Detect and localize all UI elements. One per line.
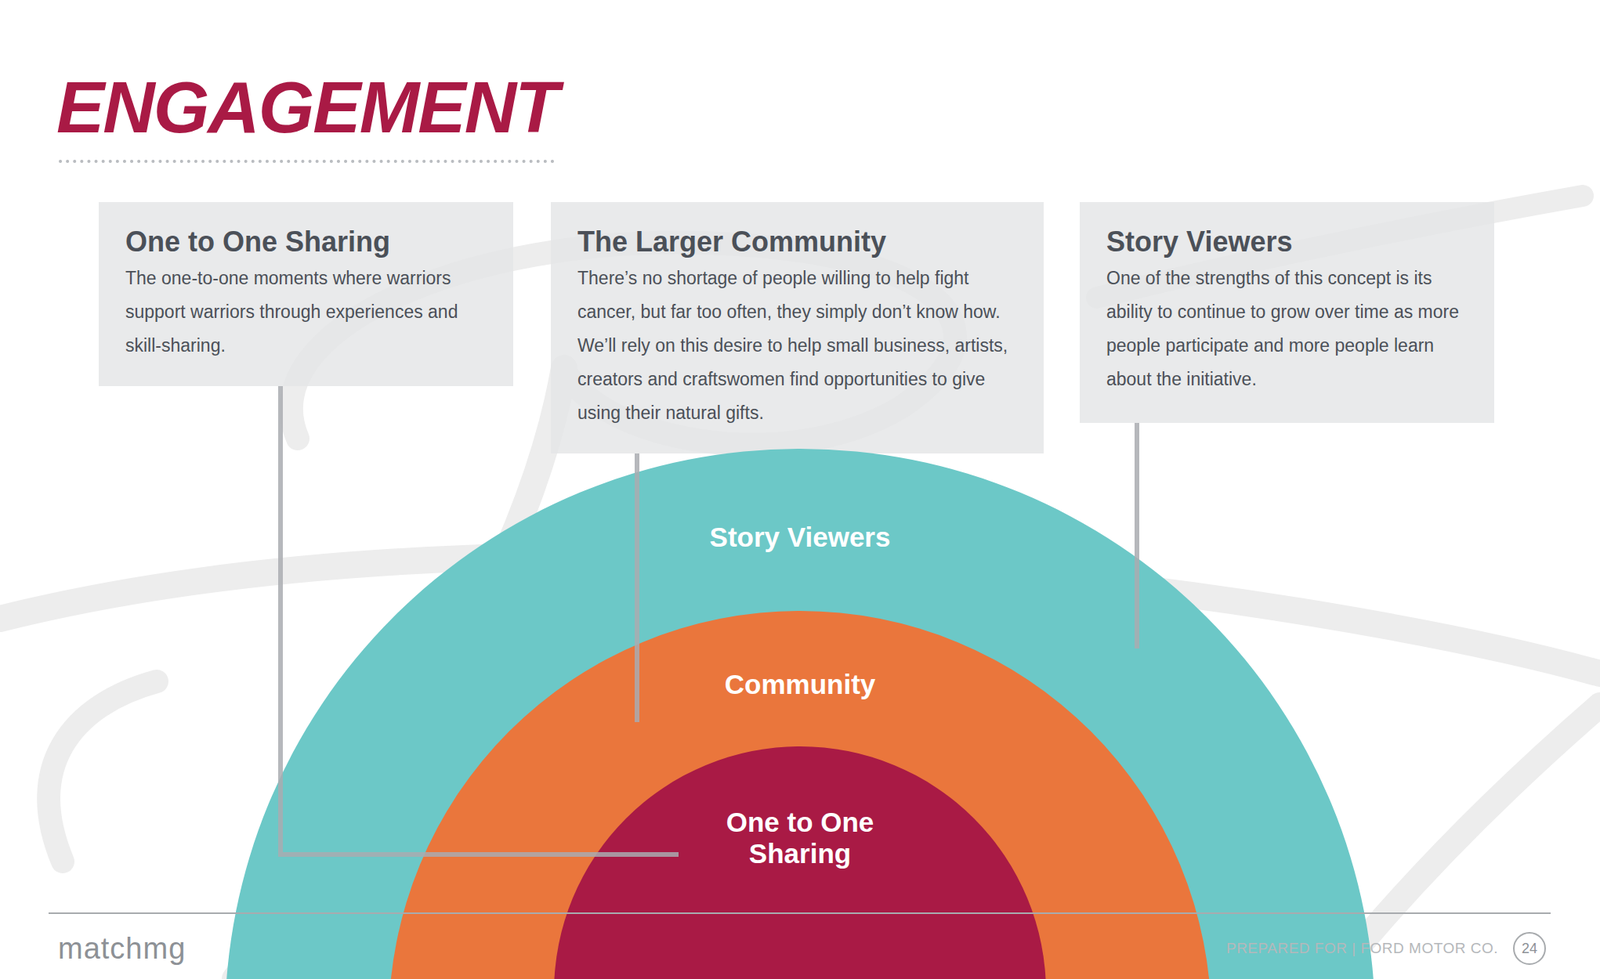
leader-line xyxy=(634,453,640,723)
ring-label: One to One Sharing xyxy=(702,807,898,870)
footer-note: PREPARED FOR | FORD MOTOR CO. xyxy=(1226,940,1499,958)
brand-logo: matchmg xyxy=(57,932,186,967)
engagement-ring: One to One Sharing xyxy=(553,746,1047,979)
leader-line xyxy=(1134,423,1140,649)
box-heading: Story Viewers xyxy=(1106,224,1467,261)
info-box: One to One SharingThe one-to-one moments… xyxy=(98,202,514,387)
info-box: Story ViewersOne of the strengths of thi… xyxy=(1079,202,1495,424)
info-box: The Larger CommunityThere’s no shortage … xyxy=(550,202,1044,454)
ring-label: Community xyxy=(604,669,996,701)
box-body-text: The one-to-one moments where warriors su… xyxy=(125,261,486,363)
box-heading: The Larger Community xyxy=(577,224,1016,261)
ring-label: Story Viewers xyxy=(564,521,1036,554)
page-title: ENGAGEMENT xyxy=(56,64,558,151)
engagement-ring: Story ViewersCommunityOne to One Sharing xyxy=(224,448,1376,979)
box-heading: One to One Sharing xyxy=(125,224,486,261)
engagement-ring: CommunityOne to One Sharing xyxy=(388,611,1212,979)
box-body-text: There’s no shortage of people willing to… xyxy=(577,261,1016,431)
page-number: 24 xyxy=(1521,941,1538,958)
box-body-text: One of the strengths of this concept is … xyxy=(1106,261,1467,397)
